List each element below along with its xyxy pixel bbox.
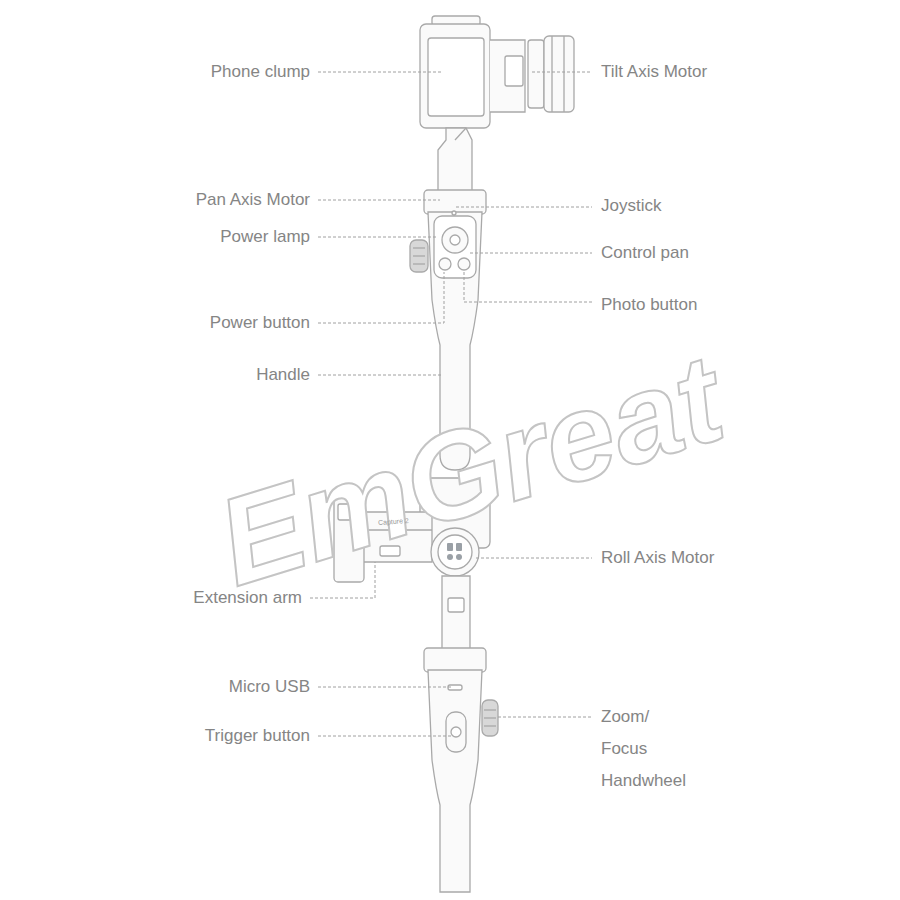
leader-line <box>476 558 592 559</box>
tilt-axis-motor <box>544 36 574 112</box>
leader-line <box>464 272 592 302</box>
vertical-arm <box>442 576 470 650</box>
motor-seam <box>563 36 564 112</box>
wheel-grip <box>413 247 425 248</box>
part-label: Pan Axis Motor <box>196 190 310 210</box>
part-label: Trigger button <box>205 726 310 746</box>
photo-button <box>458 258 470 270</box>
power-button <box>439 258 451 270</box>
leader-line <box>318 237 436 238</box>
wheel-grip <box>484 717 496 718</box>
leader-line <box>318 375 442 376</box>
part-label: Roll Axis Motor <box>601 548 714 568</box>
part-label: Zoom/ Focus Handwheel <box>601 701 686 797</box>
joystick-cap <box>450 235 460 245</box>
tilt-arm <box>490 40 525 112</box>
zoom-handwheel <box>482 700 498 736</box>
leader-line <box>318 72 442 73</box>
tilt-arm-slot <box>505 56 523 86</box>
part-label: Tilt Axis Motor <box>601 62 707 82</box>
wheel-grip <box>484 709 496 710</box>
wheel-grip <box>413 263 425 264</box>
part-label: Power lamp <box>220 227 310 247</box>
pan-motor-back <box>424 648 486 672</box>
motor-seam <box>551 36 552 112</box>
tilt-motor-ring <box>528 40 544 108</box>
phone-clamp <box>420 24 490 128</box>
wheel-grip <box>484 725 496 726</box>
leader-line <box>318 687 452 688</box>
zoom-handwheel <box>410 240 428 272</box>
leader-line <box>318 200 440 201</box>
part-label: Micro USB <box>229 677 310 697</box>
power-lamp <box>452 211 456 215</box>
part-label: Handle <box>256 365 310 385</box>
joystick <box>442 227 468 253</box>
leader-line <box>318 736 452 737</box>
control-panel <box>434 216 476 278</box>
trigger-button-face <box>451 727 461 737</box>
part-label: Power button <box>210 313 310 333</box>
trigger-button <box>446 712 466 752</box>
brand-logo <box>447 543 462 560</box>
handle-body <box>428 670 482 892</box>
clamp-face <box>428 38 484 116</box>
part-label: Photo button <box>601 295 697 315</box>
arm-edge <box>455 128 466 140</box>
leader-line <box>318 272 444 323</box>
leader-line <box>456 207 592 208</box>
part-label: Control pan <box>601 243 689 263</box>
part-label: Joystick <box>601 196 661 216</box>
leader-line <box>532 72 592 73</box>
leader-line <box>498 717 592 718</box>
arm-window <box>448 598 464 612</box>
part-label: Phone clump <box>211 62 310 82</box>
part-label: Extension arm <box>193 588 302 608</box>
vertical-arm <box>438 128 472 192</box>
wheel-grip <box>413 255 425 256</box>
pan-axis-motor <box>424 190 486 214</box>
leader-line <box>470 253 592 254</box>
